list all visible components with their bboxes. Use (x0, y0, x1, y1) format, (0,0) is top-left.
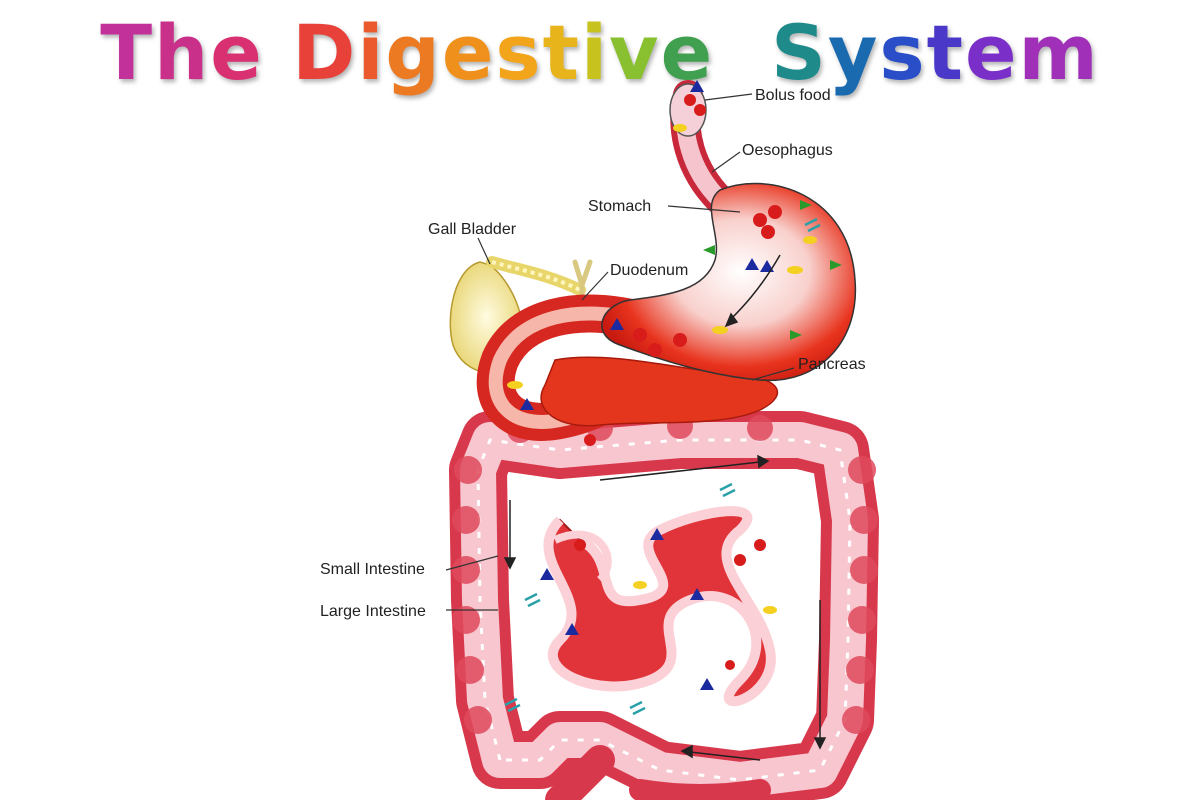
title-letter: g (385, 8, 442, 97)
title-letter: m (1018, 8, 1100, 97)
gall-bladder-label: Gall Bladder (428, 221, 517, 238)
title-letter: t (926, 8, 965, 97)
title-letter: e (441, 8, 496, 97)
title-letter: t (542, 8, 581, 97)
title-letter: s (879, 8, 927, 97)
title-letter: D (292, 8, 358, 97)
title-letter: h (154, 8, 211, 97)
stomach-label: Stomach (588, 198, 651, 215)
small-intestine-shape (543, 506, 776, 707)
title-letter: i (580, 8, 610, 97)
title-letter: S (771, 8, 828, 97)
page-title: The Digestive System (0, 8, 1200, 97)
large-intestine-label: Large Intestine (320, 603, 426, 620)
flow-arrow-icon (503, 254, 827, 761)
title-letter: T (100, 8, 155, 97)
duodenum-label: Duodenum (610, 262, 688, 279)
leader-lines (445, 93, 795, 611)
bolus-food-label: Bolus food (755, 87, 831, 104)
oesophagus-label: Oesophagus (742, 142, 833, 159)
oesophagus-shape (669, 80, 735, 215)
title-letter: e (210, 8, 264, 97)
title-letter: i (357, 8, 386, 97)
title-letter: v (609, 8, 661, 97)
title-letter: e (964, 8, 1019, 97)
pancreas-label: Pancreas (798, 356, 866, 373)
food-particle-icon (504, 80, 842, 716)
title-letter: y (827, 8, 880, 97)
title-letter: s (495, 8, 543, 97)
small-intestine-label: Small Intestine (320, 561, 425, 578)
large-intestine-shape (449, 411, 879, 800)
